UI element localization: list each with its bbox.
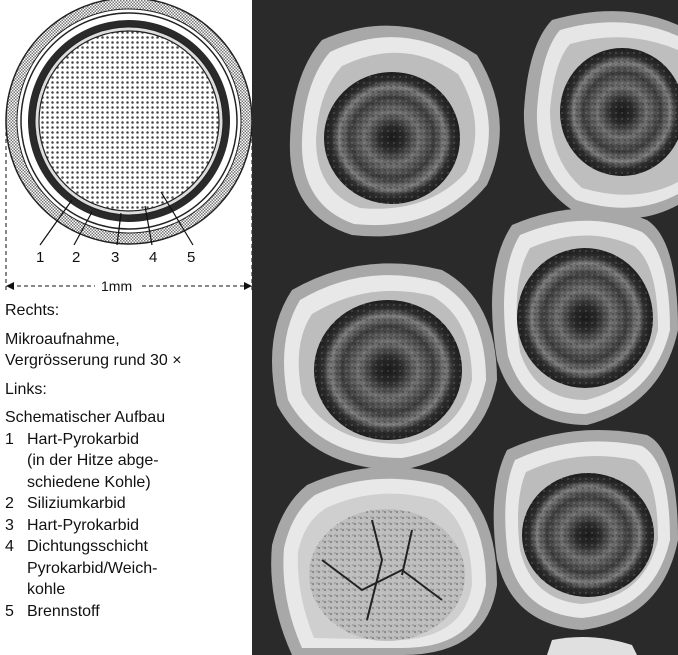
left-heading: Links: <box>5 379 255 401</box>
callout-3: 3 <box>111 249 119 266</box>
legend-item: 1 Hart-Pyrokarbid (in der Hitze abge- sc… <box>5 429 255 494</box>
particle <box>271 467 497 655</box>
legend-number: 3 <box>5 515 27 537</box>
legend-number: 4 <box>5 536 27 601</box>
legend-text: (in der Hitze abge- <box>27 450 255 472</box>
callout-4: 4 <box>149 249 157 266</box>
callout-1: 1 <box>36 249 44 266</box>
legend-text: Hart-Pyrokarbid <box>27 515 255 537</box>
legend-number: 1 <box>5 429 27 494</box>
right-heading: Rechts: <box>5 300 255 322</box>
legend-text: schiedene Kohle) <box>27 472 255 494</box>
legend-text: Pyrokarbid/Weich- <box>27 558 255 580</box>
legend-item: 3 Hart-Pyrokarbid <box>5 515 255 537</box>
legend-text: kohle <box>27 579 255 601</box>
particle-schematic-diagram: 1 2 3 4 5 1mm <box>0 0 256 300</box>
legend-text: Dichtungsschicht <box>27 536 255 558</box>
legend-text: Siliziumkarbid <box>27 493 255 515</box>
legend-text: Brennstoff <box>27 601 255 623</box>
legend-item: 2 Siliziumkarbid <box>5 493 255 515</box>
legend-item: 5 Brennstoff <box>5 601 255 623</box>
callout-5: 5 <box>187 249 195 266</box>
particle <box>272 263 497 470</box>
legend-list: 1 Hart-Pyrokarbid (in der Hitze abge- sc… <box>5 429 255 623</box>
right-text-line-1: Mikroaufnahme, <box>5 329 255 351</box>
right-text-line-2: Vergrösserung rund 30 × <box>5 350 255 372</box>
figure-caption: Rechts: Mikroaufnahme, Vergrösserung run… <box>5 300 255 622</box>
legend-title: Schematischer Aufbau <box>5 407 255 429</box>
legend-number: 5 <box>5 601 27 623</box>
micrograph-photo <box>252 0 678 655</box>
legend-number: 2 <box>5 493 27 515</box>
callout-2: 2 <box>72 249 80 266</box>
legend-item: 4 Dichtungsschicht Pyrokarbid/Weich- koh… <box>5 536 255 601</box>
legend-text: Hart-Pyrokarbid <box>27 429 255 451</box>
scale-label: 1mm <box>101 278 132 294</box>
layer-5-fuel-kernel <box>39 31 219 211</box>
